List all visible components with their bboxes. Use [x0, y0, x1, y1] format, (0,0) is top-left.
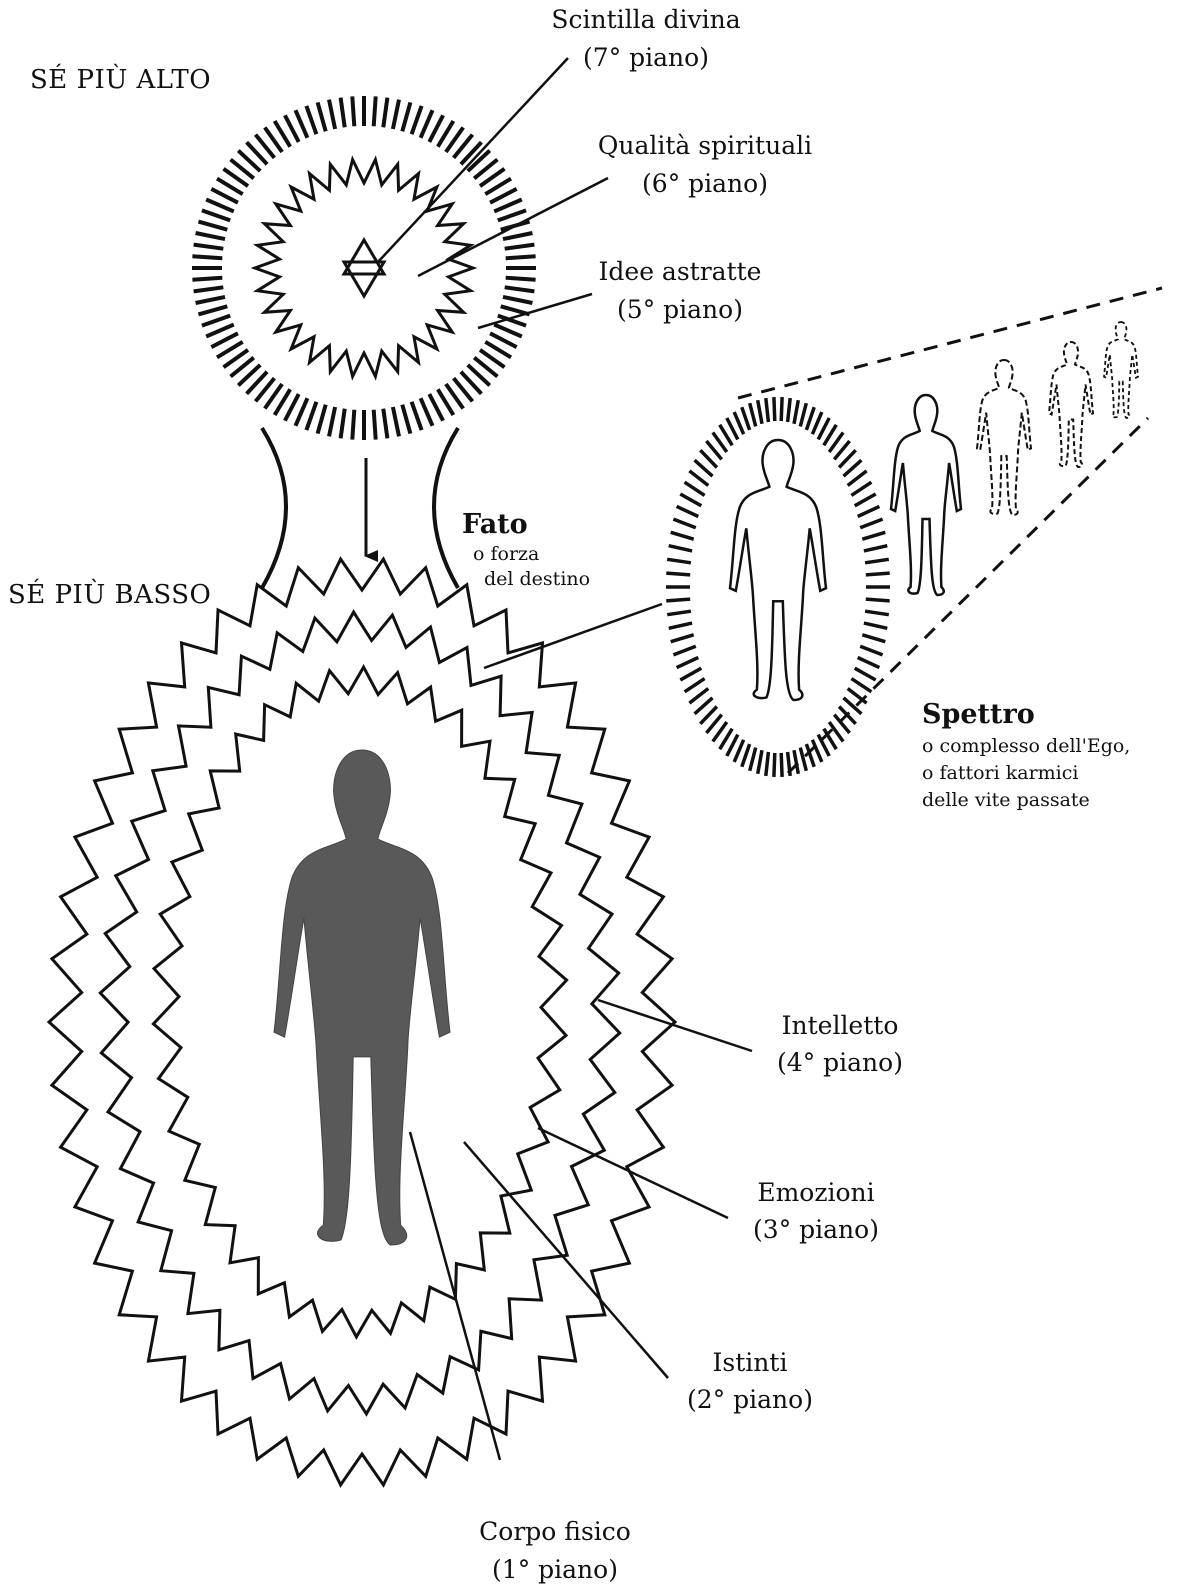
emotions-label: Emozioni: [757, 1178, 874, 1207]
leader-line-specter: [484, 604, 662, 668]
emotions-level: (3° piano): [753, 1215, 879, 1244]
abstract-ideas-level: (5° piano): [617, 295, 743, 324]
instincts-level: (2° piano): [687, 1385, 813, 1414]
divine-spark-icon: [344, 240, 384, 296]
past-life-figure-4: [1104, 322, 1138, 418]
specter-line-3: delle vite passate: [922, 789, 1090, 811]
abstract-ideas-label: Idee astratte: [599, 257, 762, 286]
specter-figure: [730, 440, 826, 700]
leader-line-divine-spark: [378, 58, 568, 262]
fate-line-2: del destino: [484, 568, 590, 590]
spiritual-qualities-label: Qualità spirituali: [598, 131, 812, 160]
intellect-level: (4° piano): [777, 1048, 903, 1077]
leader-line-intellect: [598, 1000, 752, 1051]
leader-line-physical-body: [410, 1132, 500, 1460]
divine-spark-label: Scintilla divina: [551, 5, 740, 34]
specter-dashed-ring: [666, 397, 890, 777]
fate-funnel-right-curve: [434, 428, 458, 588]
physical-body-silhouette: [274, 750, 450, 1245]
leader-line-abstract-ideas: [478, 294, 592, 328]
specter-title: Spettro: [922, 699, 1035, 730]
specter-projection-line-top: [738, 288, 1162, 398]
past-life-figure-2: [977, 360, 1031, 515]
leader-line-instincts: [464, 1142, 668, 1378]
spiritual-qualities-level: (6° piano): [642, 169, 768, 198]
lower-self-heading: SÉ PIÙ BASSO: [8, 578, 211, 610]
instincts-label: Istinti: [713, 1348, 788, 1377]
fate-line-1: o forza: [473, 543, 539, 565]
fate-title: Fato: [462, 509, 528, 540]
higher-self-heading: SÉ PIÙ ALTO: [30, 63, 211, 95]
physical-body-level: (1° piano): [492, 1555, 618, 1584]
specter-line-2: o fattori karmici: [922, 762, 1078, 784]
past-life-figure-1: [891, 395, 961, 595]
fate-funnel-left-curve: [262, 428, 286, 588]
past-lives-figures: [730, 322, 1138, 700]
past-life-figure-3: [1049, 342, 1093, 467]
specter-line-1: o complesso dell'Ego,: [922, 735, 1130, 757]
divine-spark-level: (7° piano): [583, 43, 709, 72]
intellect-label: Intelletto: [782, 1011, 899, 1040]
physical-body-label: Corpo fisico: [479, 1517, 631, 1546]
spiritual-qualities-zigzag-ring: [255, 160, 473, 377]
leader-line-emotions: [538, 1128, 728, 1218]
